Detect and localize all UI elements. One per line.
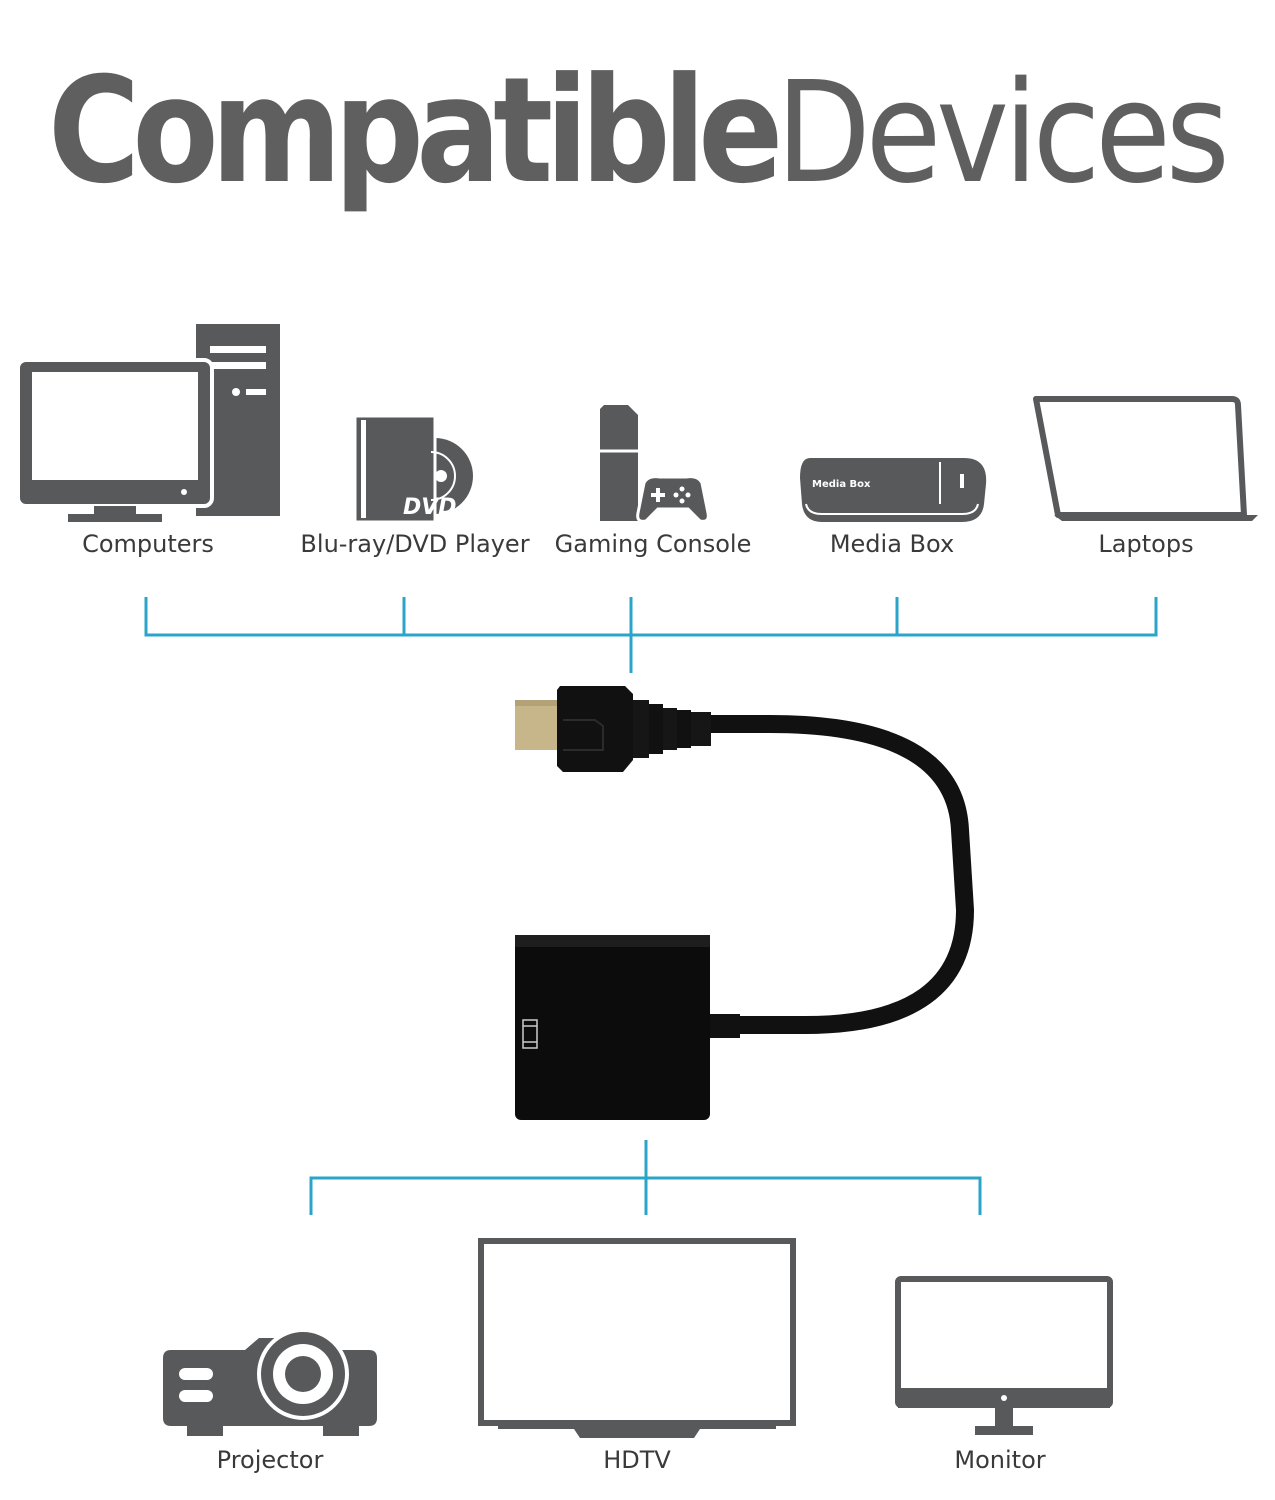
projector-icon <box>163 1328 377 1436</box>
media-box-icon: Media Box <box>800 458 987 522</box>
monitor-icon <box>895 1276 1113 1435</box>
hdmi-to-vga-adapter-icon <box>515 686 975 1120</box>
desktop-computer-icon <box>16 324 280 522</box>
dvd-player-icon: DVD <box>353 414 473 524</box>
hdtv-icon <box>478 1238 796 1438</box>
label-media-box: Media Box <box>829 530 955 558</box>
label-projector: Projector <box>216 1446 324 1474</box>
game-console-icon <box>600 405 710 523</box>
label-computers: Computers <box>82 530 214 558</box>
label-gaming-console: Gaming Console <box>554 530 752 558</box>
label-monitor: Monitor <box>954 1446 1046 1474</box>
label-laptops: Laptops <box>1098 530 1194 558</box>
top-bracket-line <box>144 597 1158 637</box>
label-hdtv: HDTV <box>603 1446 671 1474</box>
label-dvd-player: Blu-ray/DVD Player <box>300 530 530 558</box>
laptop-icon <box>1033 396 1258 521</box>
title-light: Devices <box>776 52 1230 215</box>
title-bold: Compatible <box>48 46 783 216</box>
dvd-badge: DVD <box>403 495 457 520</box>
page-title: Compatible Devices <box>48 46 1230 216</box>
media-box-badge: Media Box <box>812 479 871 490</box>
